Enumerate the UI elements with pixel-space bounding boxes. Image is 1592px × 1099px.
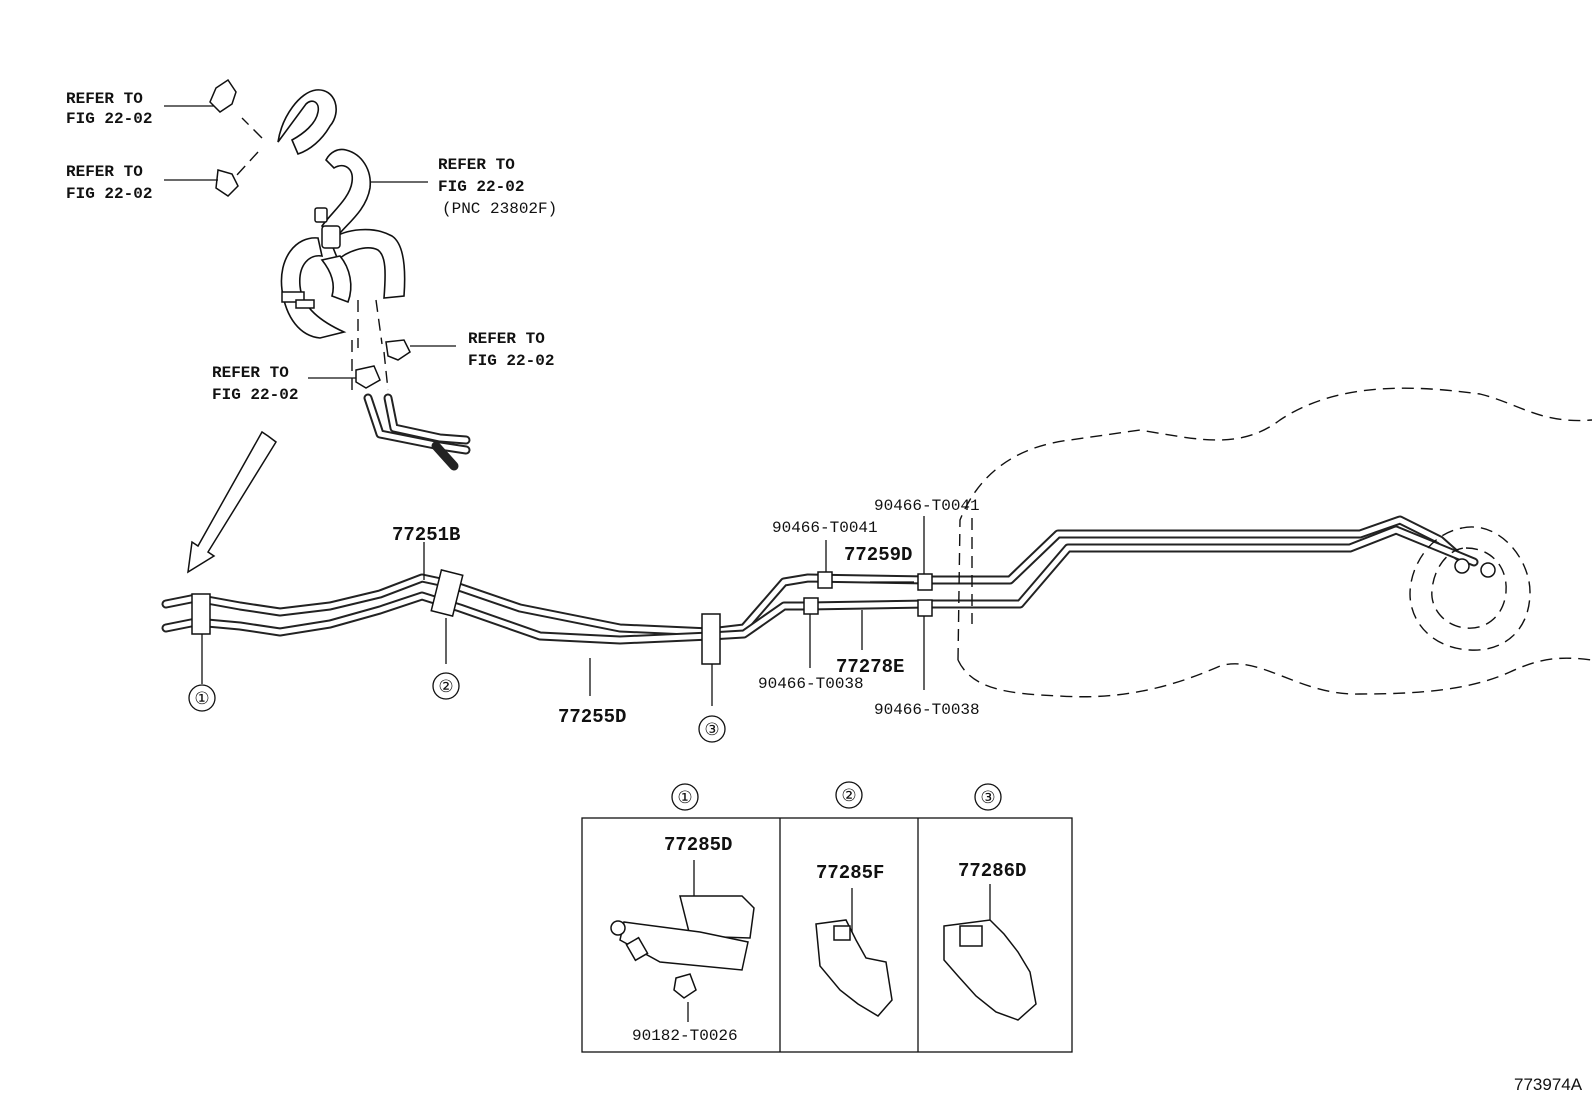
part-label-77251B: 77251B [392,524,460,546]
clamp-marker-1: ① [194,689,209,708]
part-label-77285D: 77285D [664,834,732,856]
hose-assembly [209,78,411,391]
refer-label-2: REFER TO FIG 22-02 [66,163,152,203]
detail-header-3: ③ [980,788,995,807]
clamp-marker-2: ② [438,677,453,696]
clamp-77286D-drawing [943,919,1037,1021]
svg-text:(PNC 23802F): (PNC 23802F) [442,200,557,218]
part-label-77259D: 77259D [844,544,912,566]
svg-text:FIG 22-02: FIG 22-02 [212,386,298,404]
svg-text:REFER TO: REFER TO [66,90,143,108]
detail-box [581,817,1073,1053]
detail-header-1: ① [677,788,692,807]
refer-label-1: REFER TO FIG 22-02 [66,90,152,128]
part-label-90466-T0038-b: 90466-T0038 [874,701,980,719]
figure-id: 773974A [1514,1075,1583,1094]
svg-text:REFER TO: REFER TO [468,330,545,348]
refer-label-4: REFER TO FIG 22-02 [468,330,554,370]
part-label-77278E: 77278E [836,656,904,678]
part-label-77285F: 77285F [816,862,884,884]
part-label-90466-T0041-b: 90466-T0041 [874,497,980,515]
svg-text:FIG 22-02: FIG 22-02 [66,110,152,128]
part-label-90466-T0038-a: 90466-T0038 [758,675,864,693]
clamp-77285D-drawing [610,895,755,999]
part-label-90182-T0026: 90182-T0026 [632,1027,738,1045]
refer-label-3: REFER TO FIG 22-02 (PNC 23802F) [438,156,557,218]
detail-header-2: ② [841,786,856,805]
svg-text:REFER TO: REFER TO [438,156,515,174]
svg-text:FIG 22-02: FIG 22-02 [438,178,524,196]
direction-arrow-icon [187,430,277,574]
svg-text:REFER TO: REFER TO [212,364,289,382]
clamp-marker-3: ③ [704,720,719,739]
svg-text:FIG 22-02: FIG 22-02 [468,352,554,370]
fuel-tank-outline [957,387,1592,698]
svg-text:REFER TO: REFER TO [66,163,143,181]
part-label-77255D: 77255D [558,706,626,728]
svg-text:FIG 22-02: FIG 22-02 [66,185,152,203]
part-label-77286D: 77286D [958,860,1026,882]
clamp-77285F-drawing [815,919,893,1017]
part-label-90466-T0041-a: 90466-T0041 [772,519,878,537]
marker-circles [188,672,1002,811]
refer-leader-lines [164,105,456,379]
part-leader-lines [201,516,991,1022]
refer-label-5: REFER TO FIG 22-02 [212,364,298,404]
